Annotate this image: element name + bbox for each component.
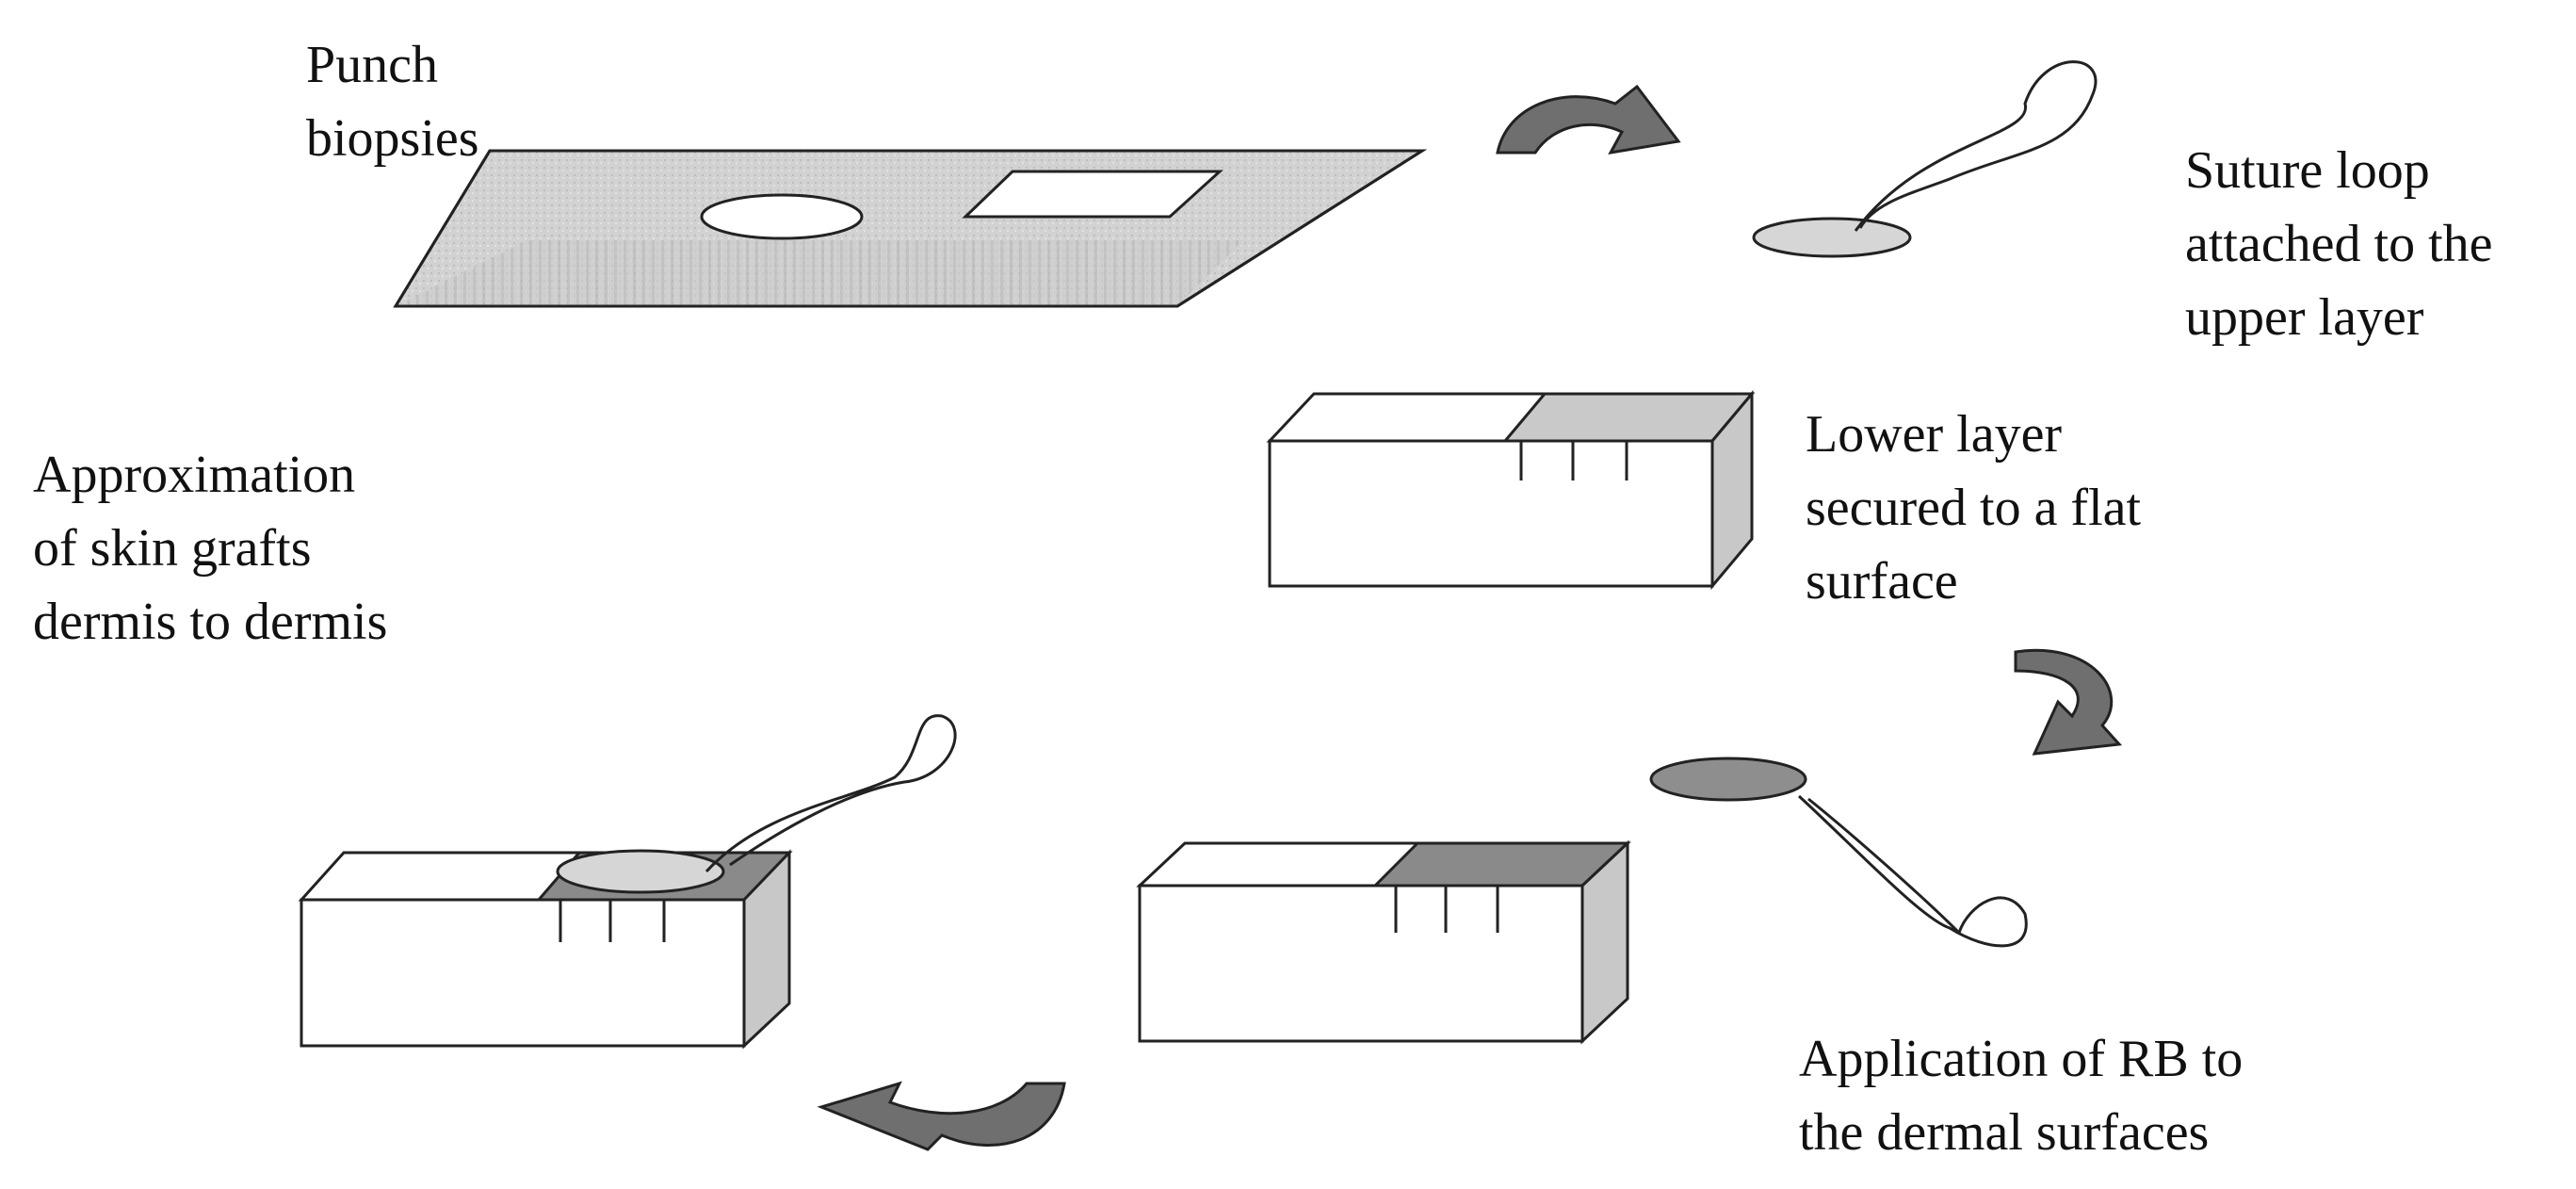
block-lower-layer (1266, 389, 1756, 591)
punch-hole-square (962, 170, 1223, 219)
label-approximation: Approximation of skin grafts dermis to d… (33, 438, 387, 659)
label-line: Application of RB to (1799, 1030, 2244, 1088)
label-line: dermis to dermis (33, 593, 388, 651)
label-line: Approximation (33, 446, 356, 504)
label-line: Lower layer (1806, 405, 2063, 464)
suture-loop (1797, 794, 2028, 948)
curved-arrow-icon (817, 1081, 1066, 1151)
label-lower-layer: Lower layer secured to a flat surface (1806, 398, 2141, 618)
label-line: surface (1806, 552, 1958, 611)
label-line: Suture loop (2185, 141, 2430, 200)
label-punch-biopsies: Punch biopsies (306, 28, 479, 175)
label-line: the dermal surfaces (1799, 1103, 2210, 1162)
block-approximation (298, 714, 957, 1050)
curved-arrow-icon (2014, 648, 2123, 756)
label-application: Application of RB to the dermal surfaces (1799, 1022, 2243, 1169)
block-rb-application (1136, 839, 1631, 1045)
curved-arrow-icon (1496, 84, 1681, 155)
label-line: secured to a flat (1806, 479, 2142, 537)
label-line: attached to the (2185, 215, 2493, 273)
upper-layer-graft (1752, 60, 2098, 258)
label-line: of skin grafts (33, 519, 312, 578)
suture-loop (705, 714, 957, 873)
label-line: biopsies (306, 109, 479, 168)
skin-sheet (393, 149, 1428, 308)
label-line: Punch (306, 36, 438, 94)
label-suture-loop: Suture loop attached to the upper layer (2185, 134, 2493, 354)
rb-graft (1649, 757, 2028, 948)
label-line: upper layer (2185, 288, 2424, 347)
punch-hole-round (700, 193, 864, 240)
suture-loop (1854, 60, 2098, 232)
